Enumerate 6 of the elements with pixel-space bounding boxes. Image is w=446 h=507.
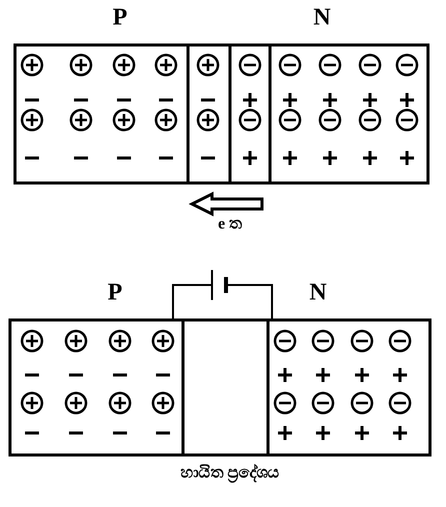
n-region-label: N bbox=[309, 280, 327, 306]
depletion-region-label: හායිත ප්‍රදේශය bbox=[180, 464, 280, 482]
electron-flow-label: e ත bbox=[218, 214, 242, 234]
p-region-label: P bbox=[108, 280, 122, 306]
n-region-label: N bbox=[313, 4, 331, 32]
p-region-label: P bbox=[112, 4, 128, 32]
